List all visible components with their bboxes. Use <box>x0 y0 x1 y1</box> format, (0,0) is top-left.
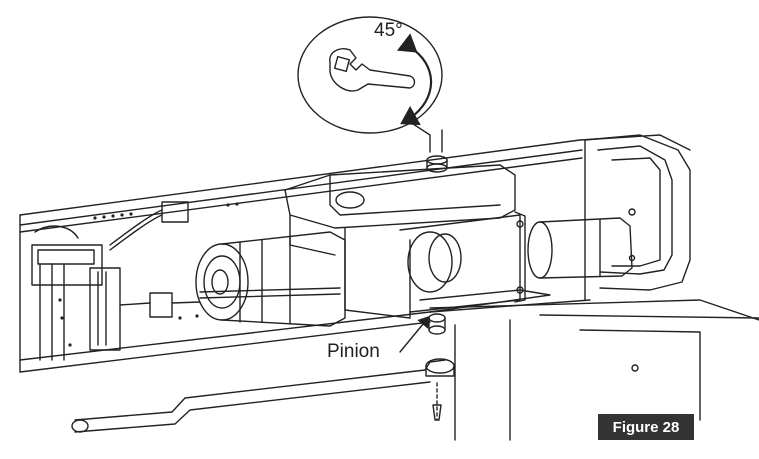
control-board <box>31 201 201 361</box>
end-cap <box>584 134 691 301</box>
pinion-leader-line <box>399 315 430 353</box>
top-spindle <box>426 155 448 173</box>
drive-arm <box>71 358 455 433</box>
rotation-angle-label: 45° <box>374 20 403 41</box>
motor <box>195 231 346 327</box>
header-housing <box>19 134 691 373</box>
wrench-detail-callout <box>297 16 443 153</box>
figure-number-badge: Figure 28 <box>598 414 694 440</box>
rotate-arrow-icon <box>396 33 433 126</box>
pinion-label: Pinion <box>327 341 380 362</box>
pinion-shaft <box>428 313 446 335</box>
spring-cylinder <box>527 217 633 279</box>
gearbox <box>284 164 551 319</box>
door-frame <box>429 299 759 441</box>
